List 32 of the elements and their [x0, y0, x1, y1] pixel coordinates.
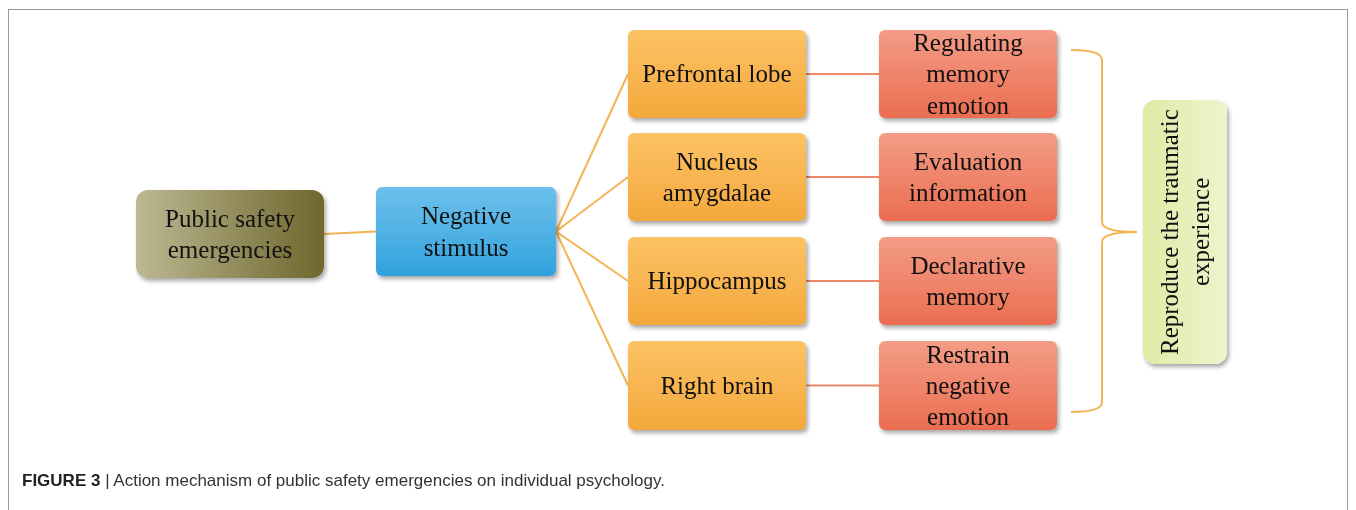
process-box — [879, 237, 1057, 325]
connector-line — [805, 384, 880, 387]
connector-line — [323, 230, 377, 235]
node-text: Hippocampus — [646, 266, 788, 297]
figure-caption: FIGURE 3 | Action mechanism of public safety emergencies on individual psychology. — [22, 470, 665, 492]
connector-line — [555, 230, 629, 387]
connector-line — [555, 73, 629, 233]
node-text: Public safety emergencies — [164, 203, 296, 265]
node-text: Right brain — [659, 370, 775, 401]
process-box — [879, 133, 1057, 221]
result-box — [1143, 100, 1227, 364]
process-box — [628, 237, 806, 325]
node-text: Nucleus amygdalae — [661, 146, 773, 208]
node-text: Negative stimulus — [419, 201, 513, 263]
connector-line — [805, 280, 880, 282]
process-box — [628, 341, 806, 430]
process-box — [879, 30, 1057, 118]
node-text: Declarative memory — [909, 250, 1027, 312]
process-box — [879, 341, 1057, 430]
process-box — [628, 133, 806, 221]
process-box — [376, 187, 556, 276]
connector-line — [805, 176, 880, 178]
connector-line — [805, 73, 880, 75]
connector-line — [555, 230, 629, 282]
node-text: Regulating memory emotion — [912, 28, 1024, 121]
process-box — [628, 30, 806, 118]
connector-line — [555, 176, 629, 233]
node-text: Reproduce the traumatic experience — [1154, 108, 1215, 357]
node-text: Restrain negative emotion — [924, 339, 1012, 433]
node-text: Prefrontal lobe — [641, 59, 793, 90]
process-box — [136, 190, 324, 278]
node-text: Evaluation information — [908, 146, 1028, 208]
